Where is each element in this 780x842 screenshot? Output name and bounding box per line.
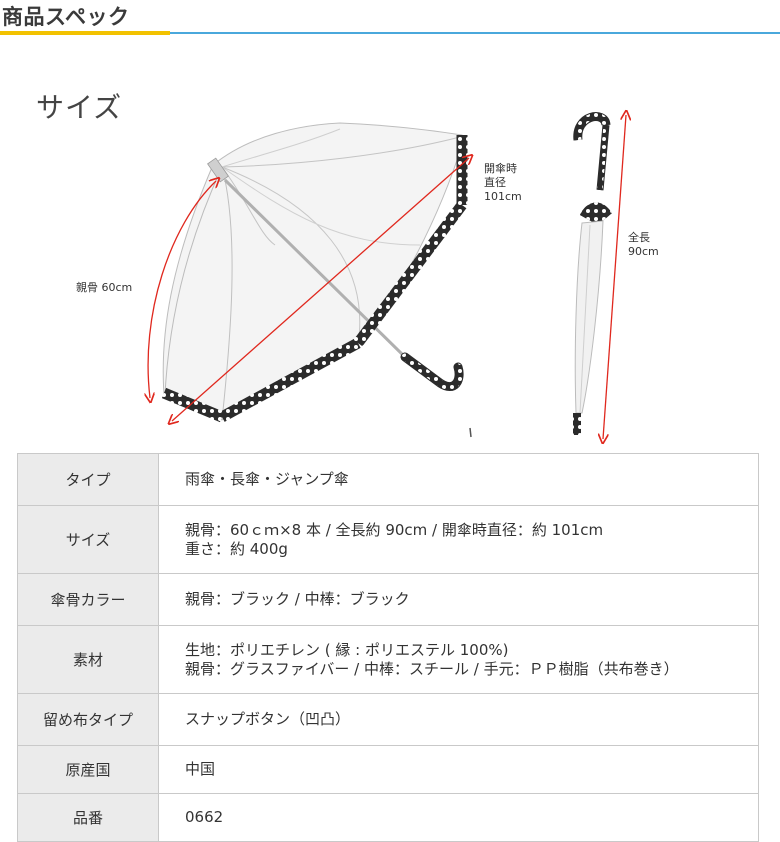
spec-value-fastener: スナップボタン（凹凸） <box>158 693 759 746</box>
umbrella-illustration <box>0 95 780 450</box>
spec-value-type: 雨傘・長傘・ジャンプ傘 <box>158 453 759 506</box>
spec-key-frame-color: 傘骨カラー <box>17 573 159 626</box>
table-row: サイズ 親骨：60ｃｍ×8 本 / 全長約 90cm / 開傘時直径：約 101… <box>17 505 759 574</box>
table-row: 傘骨カラー 親骨：ブラック / 中棒：ブラック <box>17 573 759 626</box>
spec-value-origin: 中国 <box>158 745 759 794</box>
spec-key-item-number: 品番 <box>17 793 159 842</box>
diameter-arrow <box>172 158 469 421</box>
spec-key-type: タイプ <box>17 453 159 506</box>
rib-length-label: 親骨 60cm <box>76 281 133 294</box>
size-section-title: サイズ <box>36 91 123 124</box>
spec-value-material: 生地：ポリエチレン ( 縁 : ポリエステル 100%) 親骨：グラスファイバー… <box>158 625 759 694</box>
spec-key-origin: 原産国 <box>17 745 159 794</box>
spec-key-size: サイズ <box>17 505 159 574</box>
header-underline <box>170 32 780 34</box>
spec-key-fastener: 留め布タイプ <box>17 693 159 746</box>
header-underline-accent <box>0 31 170 35</box>
spec-table: タイプ 雨傘・長傘・ジャンプ傘 サイズ 親骨：60ｃｍ×8 本 / 全長約 90… <box>17 453 759 842</box>
table-row: 留め布タイプ スナップボタン（凹凸） <box>17 693 759 746</box>
header-title: 商品スペック <box>2 5 130 29</box>
page-header: 商品スペック <box>0 0 780 40</box>
spec-value-frame-color: 親骨：ブラック / 中棒：ブラック <box>158 573 759 626</box>
open-diameter-label: 開傘時 直径 101cm <box>484 162 522 203</box>
table-row: 原産国 中国 <box>17 745 759 794</box>
table-row: タイプ 雨傘・長傘・ジャンプ傘 <box>17 453 759 506</box>
open-umbrella <box>161 122 472 438</box>
size-diagram: 親骨 60cm 開傘時 直径 101cm 全長 90cm <box>0 95 780 450</box>
spec-key-material: 素材 <box>17 625 159 694</box>
table-row: 素材 生地：ポリエチレン ( 縁 : ポリエステル 100%) 親骨：グラスファ… <box>17 625 759 694</box>
spec-value-item-number: 0662 <box>158 793 759 842</box>
total-length-label: 全長 90cm <box>628 231 659 258</box>
total-length-arrow <box>603 115 626 439</box>
spec-value-size: 親骨：60ｃｍ×8 本 / 全長約 90cm / 開傘時直径：約 101cm 重… <box>158 505 759 574</box>
table-row: 品番 0662 <box>17 793 759 842</box>
